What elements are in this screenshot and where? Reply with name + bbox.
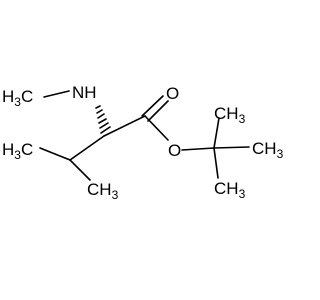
label-h3c-n: H3C — [2, 87, 33, 109]
molecule-drawing: H3C NH O O H3C CH3 CH3 CH3 — [2, 83, 284, 202]
bond-calpha-ccarbonyl — [103, 115, 146, 137]
bond-carbonyl-double-1 — [141, 95, 164, 117]
bond-ctert-ch3-right — [213, 146, 250, 149]
label-o-carbonyl: O — [166, 84, 179, 103]
bond-calpha-cbeta — [69, 135, 105, 161]
bond-carbonyl-double-2 — [147, 100, 169, 122]
label-h3c-left: H3C — [2, 140, 33, 162]
label-ch3-top: CH3 — [214, 104, 246, 126]
stereo-hash-bond — [95, 105, 111, 134]
bond-cbeta-ch3-left — [39, 147, 71, 161]
label-o-ester: O — [168, 141, 181, 160]
label-ch3-right: CH3 — [252, 139, 284, 161]
bond-oester-ctert — [181, 147, 215, 151]
label-ch3-bottom: CH3 — [214, 179, 246, 201]
atom-labels: H3C NH O O H3C CH3 CH3 CH3 — [2, 83, 284, 202]
bond-ctert-ch3-top — [213, 117, 220, 149]
label-ch3-lower: CH3 — [87, 180, 119, 202]
bond-ccarbonyl-oester — [144, 115, 169, 141]
bonds — [39, 90, 250, 181]
bond-cbeta-ch3-lower — [69, 159, 91, 181]
label-nh: NH — [72, 83, 97, 102]
structure-diagram: H3C NH O O H3C CH3 CH3 CH3 — [2, 83, 284, 202]
bond-ch3-n — [43, 90, 70, 98]
bond-ctert-ch3-bottom — [213, 147, 219, 179]
